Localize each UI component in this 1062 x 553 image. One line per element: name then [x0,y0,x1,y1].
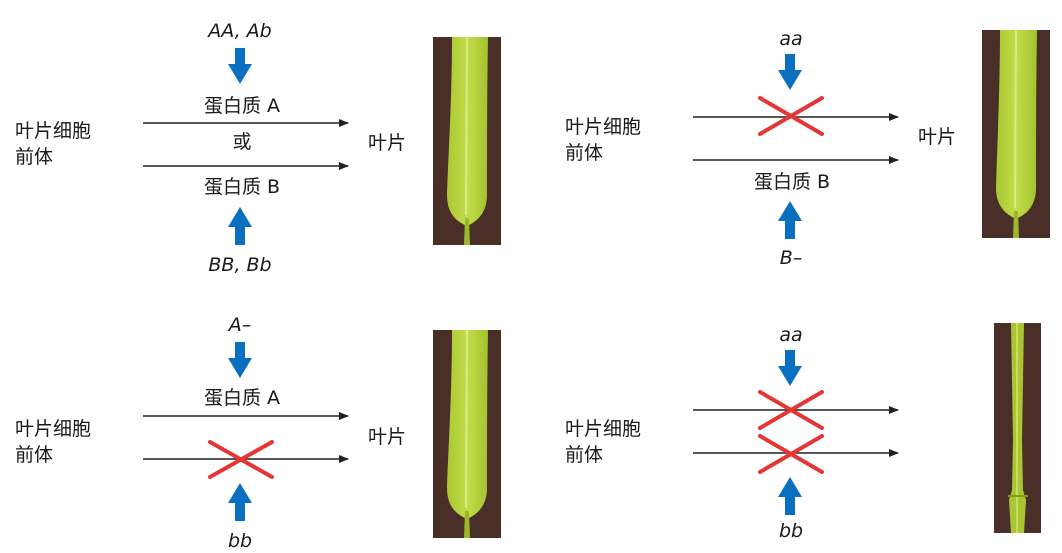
panel4-precursor-label-line2: 前体 [565,444,604,466]
panel1-genotype-top: AA, Ab [208,20,272,42]
panel4-block-cross-icon-a [758,390,824,430]
panel1-protein-a-label: 蛋白质 A [203,95,281,117]
panel3-block-cross-icon [208,440,274,479]
panel1-protein-b-label: 蛋白质 B [203,176,281,198]
panel4-genotype-top: aa [779,324,803,346]
panel1-up-arrow-icon [228,207,252,245]
panel1-or-label: 或 [232,131,252,153]
panel1-arrows [143,48,349,245]
panel1-result-label: 叶片 [368,132,407,154]
panel3-result-label: 叶片 [368,426,407,448]
panel4-down-arrow-icon [778,350,802,386]
panel1-precursor-label-line2: 前体 [15,146,54,168]
panel2-protein-b-label: 蛋白质 B [753,171,831,193]
panel2-genotype-top: aa [779,28,803,50]
panel2-down-arrow-icon [778,54,802,90]
panel1-down-arrow-icon [228,48,252,84]
panel3-arrows [143,342,349,521]
panel3-up-arrow-icon [228,483,252,521]
panel3-genotype-top: A– [228,314,252,336]
panel4-block-cross-icon-b [758,434,824,474]
panel3-precursor-label-line1: 叶片细胞 [15,418,92,440]
panel4-precursor-label-line1: 叶片细胞 [565,418,642,440]
panel3-precursor-label-line2: 前体 [15,444,54,466]
panel1-genotype-bottom: BB, Bb [208,254,272,276]
panel2-leaf-photo [982,29,1050,238]
panel1-leaf-photo [433,36,501,245]
panel3-protein-a-label: 蛋白质 A [203,387,281,409]
panel2-precursor-label-line1: 叶片细胞 [565,116,642,138]
panel2-result-label: 叶片 [918,126,957,148]
panel2-arrows [693,54,899,239]
panel4-stem-photo [994,323,1041,533]
panel2-genotype-bottom: B– [779,247,803,269]
panel3-down-arrow-icon [228,342,252,378]
panel2-precursor-label-line2: 前体 [565,142,604,164]
panel2-up-arrow-icon [778,201,802,239]
panel1-precursor-label-line1: 叶片细胞 [15,120,92,142]
panel3-genotype-bottom: bb [227,530,253,552]
panel4-up-arrow-icon [778,477,802,515]
panel4-arrows [693,350,899,515]
panel3-leaf-photo [433,329,501,538]
panel2-block-cross-icon [758,96,824,136]
panel4-genotype-bottom: bb [778,520,804,542]
